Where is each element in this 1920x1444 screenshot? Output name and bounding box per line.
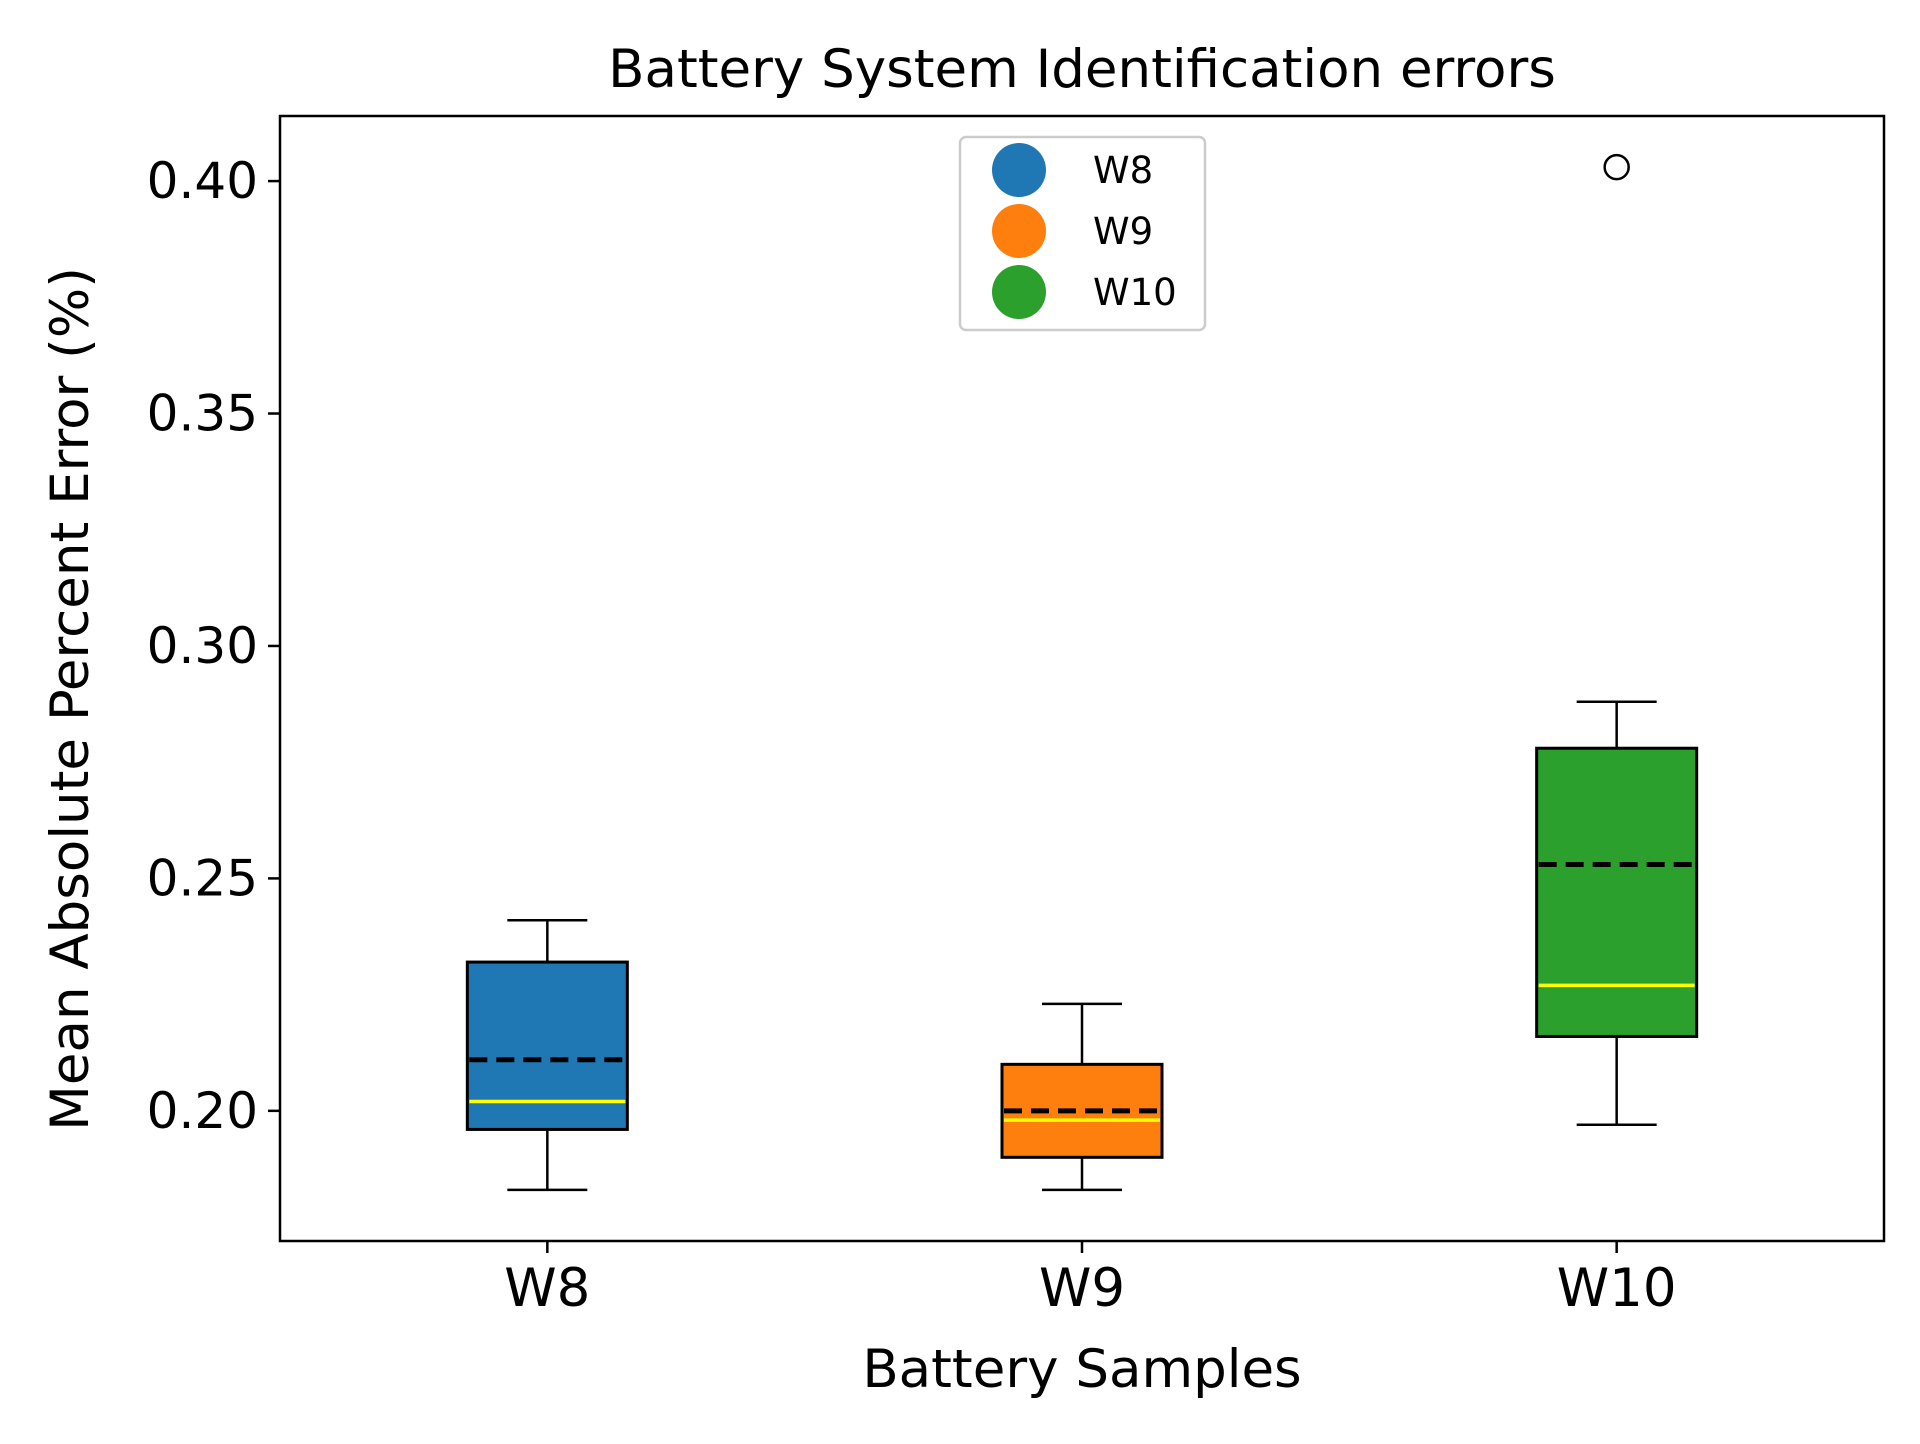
chart-title: Battery System Identification errors <box>608 39 1556 100</box>
x-tick-label: W10 <box>1557 1258 1677 1319</box>
y-tick-label: 0.35 <box>147 385 258 443</box>
box-group-w8 <box>465 918 629 1192</box>
x-axis-label: Battery Samples <box>862 1339 1301 1400</box>
y-axis: 0.20 0.25 0.30 0.35 0.40 <box>147 152 280 1140</box>
legend-label: W8 <box>1093 149 1153 192</box>
y-axis-label: Mean Absolute Percent Error (%) <box>40 267 101 1131</box>
y-tick-label: 0.25 <box>147 849 258 907</box>
box-group-w9 <box>1000 1002 1164 1192</box>
box-group-w10 <box>1535 153 1699 1127</box>
y-tick-label: 0.20 <box>147 1082 258 1140</box>
legend-label: W9 <box>1093 210 1153 253</box>
x-tick-label: W8 <box>504 1258 590 1319</box>
plot-area <box>465 153 1699 1192</box>
x-axis: W8 W9 W10 <box>504 1241 1677 1319</box>
y-tick-label: 0.40 <box>147 152 258 210</box>
x-tick-label: W9 <box>1039 1258 1125 1319</box>
outlier-point <box>1603 153 1630 181</box>
box-w8 <box>465 960 629 1131</box>
legend-label: W10 <box>1093 271 1177 314</box>
box-w10 <box>1535 746 1699 1038</box>
box-w9 <box>1000 1062 1164 1159</box>
legend-marker <box>992 204 1046 258</box>
y-tick-label: 0.30 <box>147 617 258 675</box>
legend-marker <box>992 143 1046 197</box>
legend-marker <box>992 265 1046 319</box>
